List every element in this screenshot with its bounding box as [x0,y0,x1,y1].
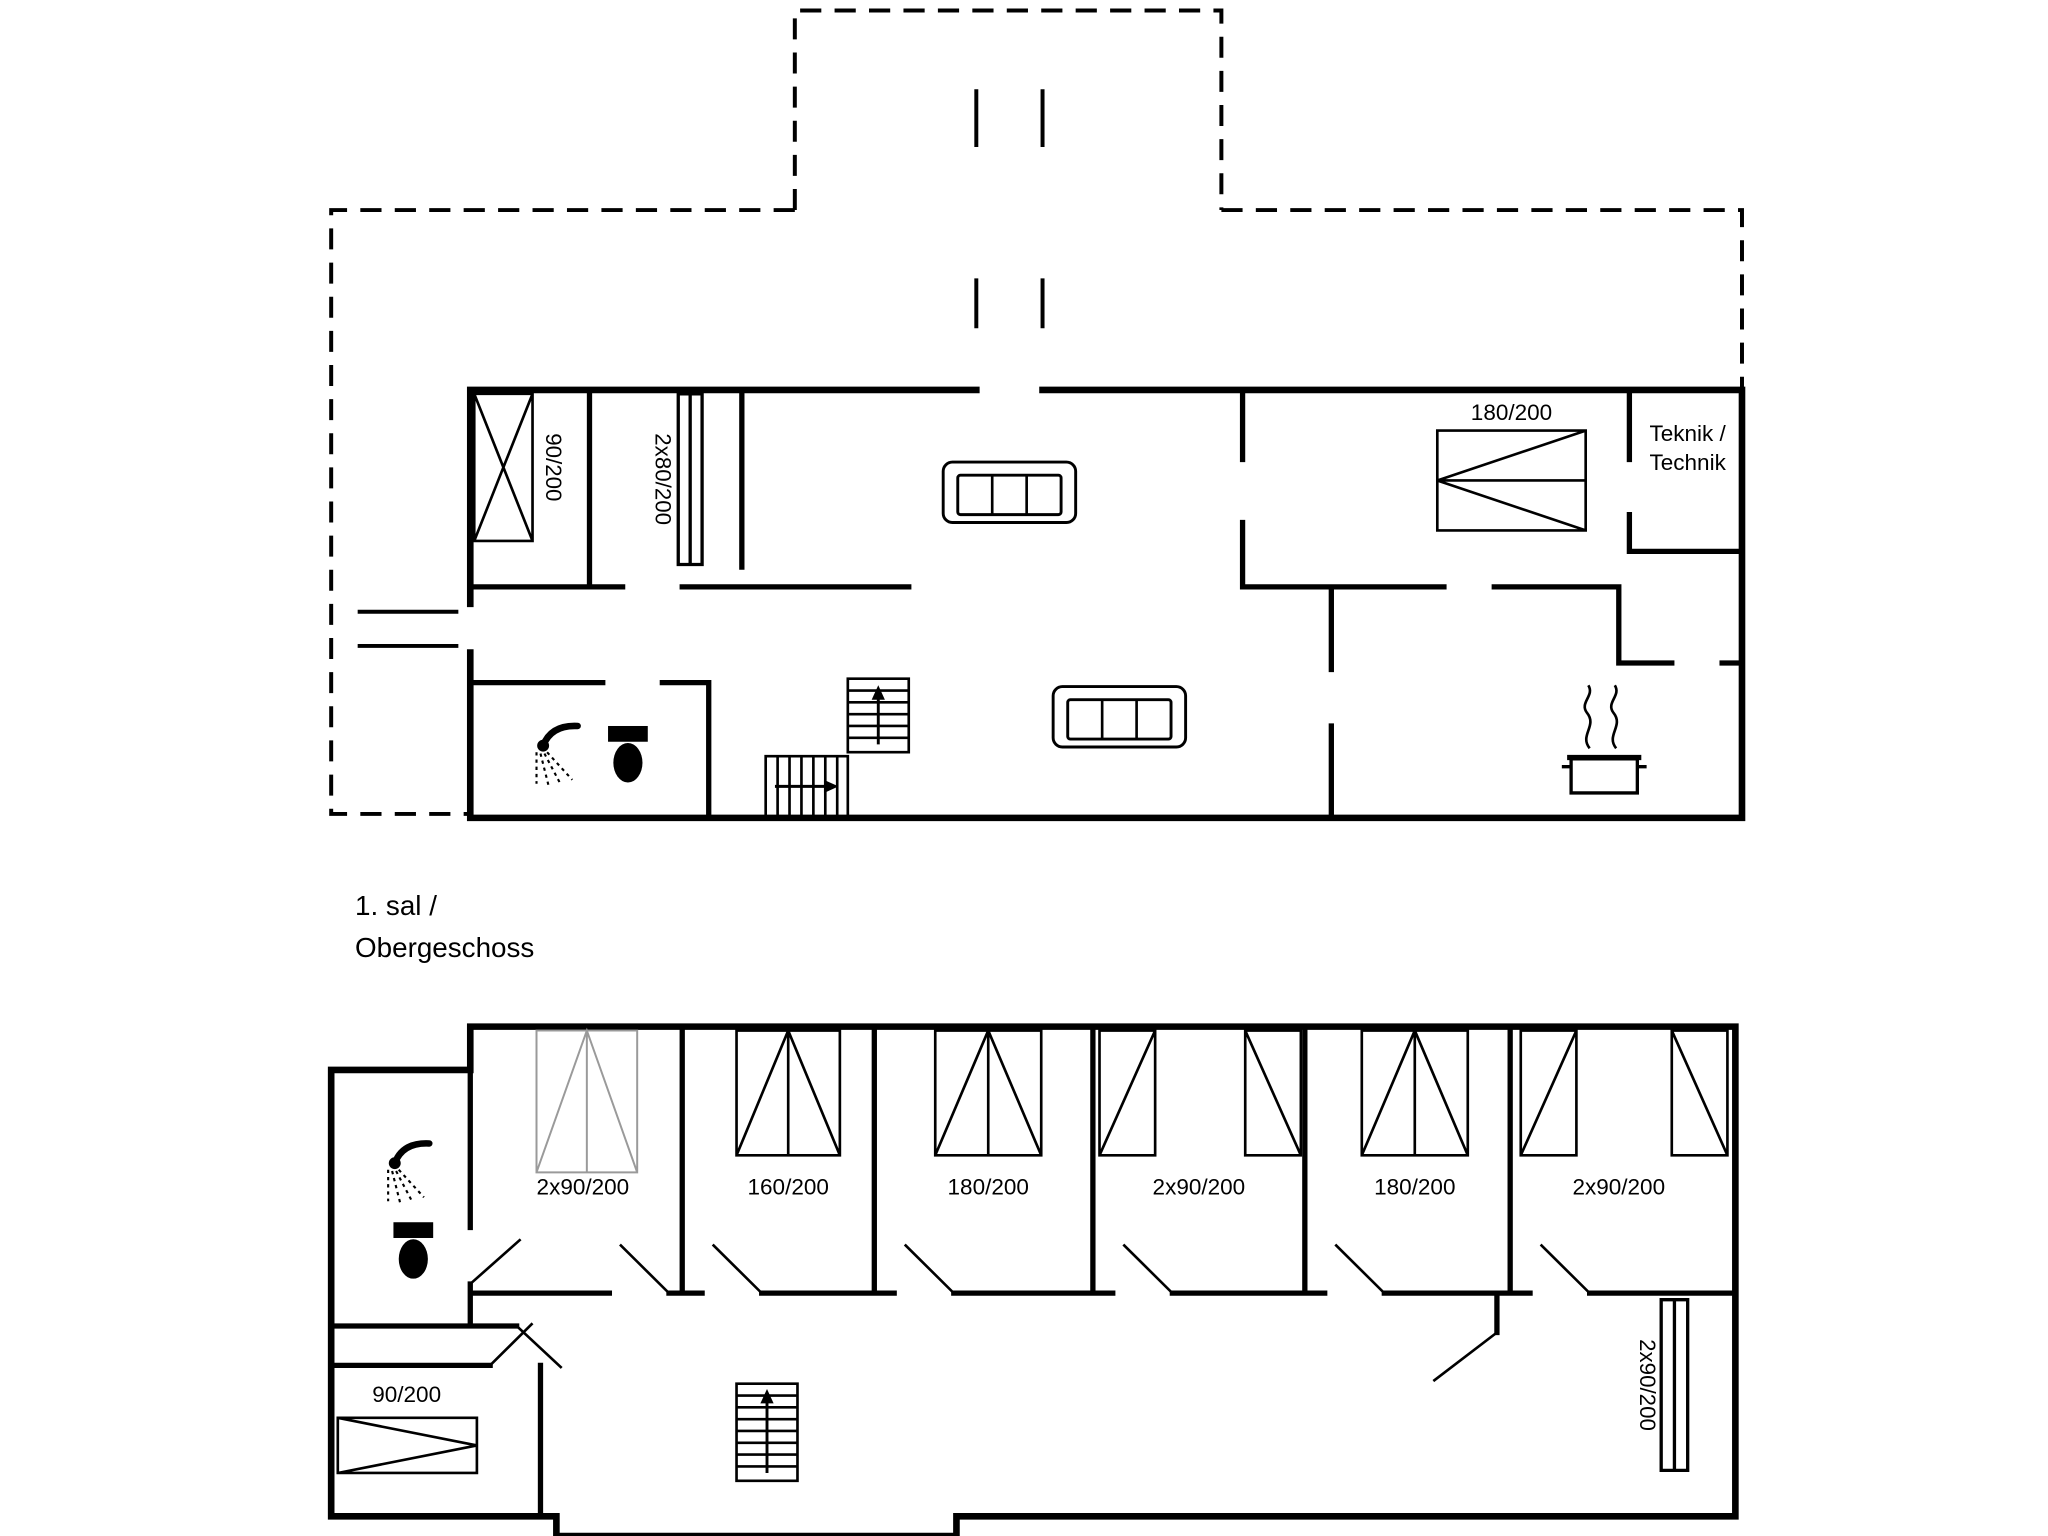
outer-walls [466,386,1746,822]
stairs-treads [764,677,911,818]
teknik-room-label: Teknik / [1650,421,1727,446]
bedroom-5-label: 180/200 [1374,1175,1455,1200]
floor-caption: 1. sal / Obergeschoss [355,890,534,963]
bedroom-3-label: 180/200 [948,1175,1029,1200]
bedroom-5-bed-symbol [1360,1027,1470,1157]
toilet-icon [393,1222,434,1279]
caption-line2: Obergeschoss [355,932,534,963]
wardrobe-symbol [676,392,704,567]
shower-icon [537,726,578,785]
bed-symbol-right [1435,429,1588,532]
bed-right-label: 180/200 [1471,400,1552,425]
sofa-icon [941,460,1078,524]
stairs-arrowhead [823,779,839,793]
bed-bottom-left-symbol [336,1416,479,1475]
door-leaves [469,1238,1591,1383]
bed-left-label: 90/200 [541,433,566,501]
steam-icon [1583,684,1619,750]
interior-walls [467,387,1745,821]
bed-symbol-left [472,392,534,543]
toilet-icon [608,725,648,783]
stairs-direction-arrow [774,697,880,788]
teknik-room-label: Technik [1650,450,1727,475]
bedroom-3-bed-symbol [933,1027,1043,1157]
wardrobe-label: 2x80/200 [651,433,676,525]
shower-icon [388,1143,429,1202]
bedroom-6-bed-symbols [1519,1029,1729,1157]
bedroom-1-label: 2x90/200 [537,1175,630,1200]
stairs-arrowhead [760,1388,774,1404]
ground-floor-plan: 90/200 2x80/200 180/200 Teknik / Technik [329,8,1746,822]
wardrobe-symbol [1659,1298,1690,1472]
bedroom-2-label: 160/200 [748,1175,829,1200]
stairs-arrowhead [871,685,885,700]
bedroom-4-bed-symbols [1098,1029,1303,1157]
bedroom-2-bed-symbol [735,1027,842,1157]
sofa-icon [1051,685,1188,749]
wardrobe-label: 2x90/200 [1635,1339,1660,1431]
terrace-dashed-outline [329,8,1744,816]
entrance-walkway-ticks [357,89,1045,648]
upper-floor-plan: 2x90/200 160/200 180/200 2x90/200 180/20… [327,1023,1739,1536]
bed-bottom-left-label: 90/200 [372,1382,441,1407]
bedroom-4-label: 2x90/200 [1153,1175,1246,1200]
caption-line1: 1. sal / [355,890,437,921]
bedroom-1-bed-symbol [535,1027,639,1174]
cooking-pot-icon [1561,757,1647,795]
interior-walls [328,1024,1739,1519]
outer-walls [327,1023,1739,1536]
bedroom-6-label: 2x90/200 [1572,1175,1665,1200]
